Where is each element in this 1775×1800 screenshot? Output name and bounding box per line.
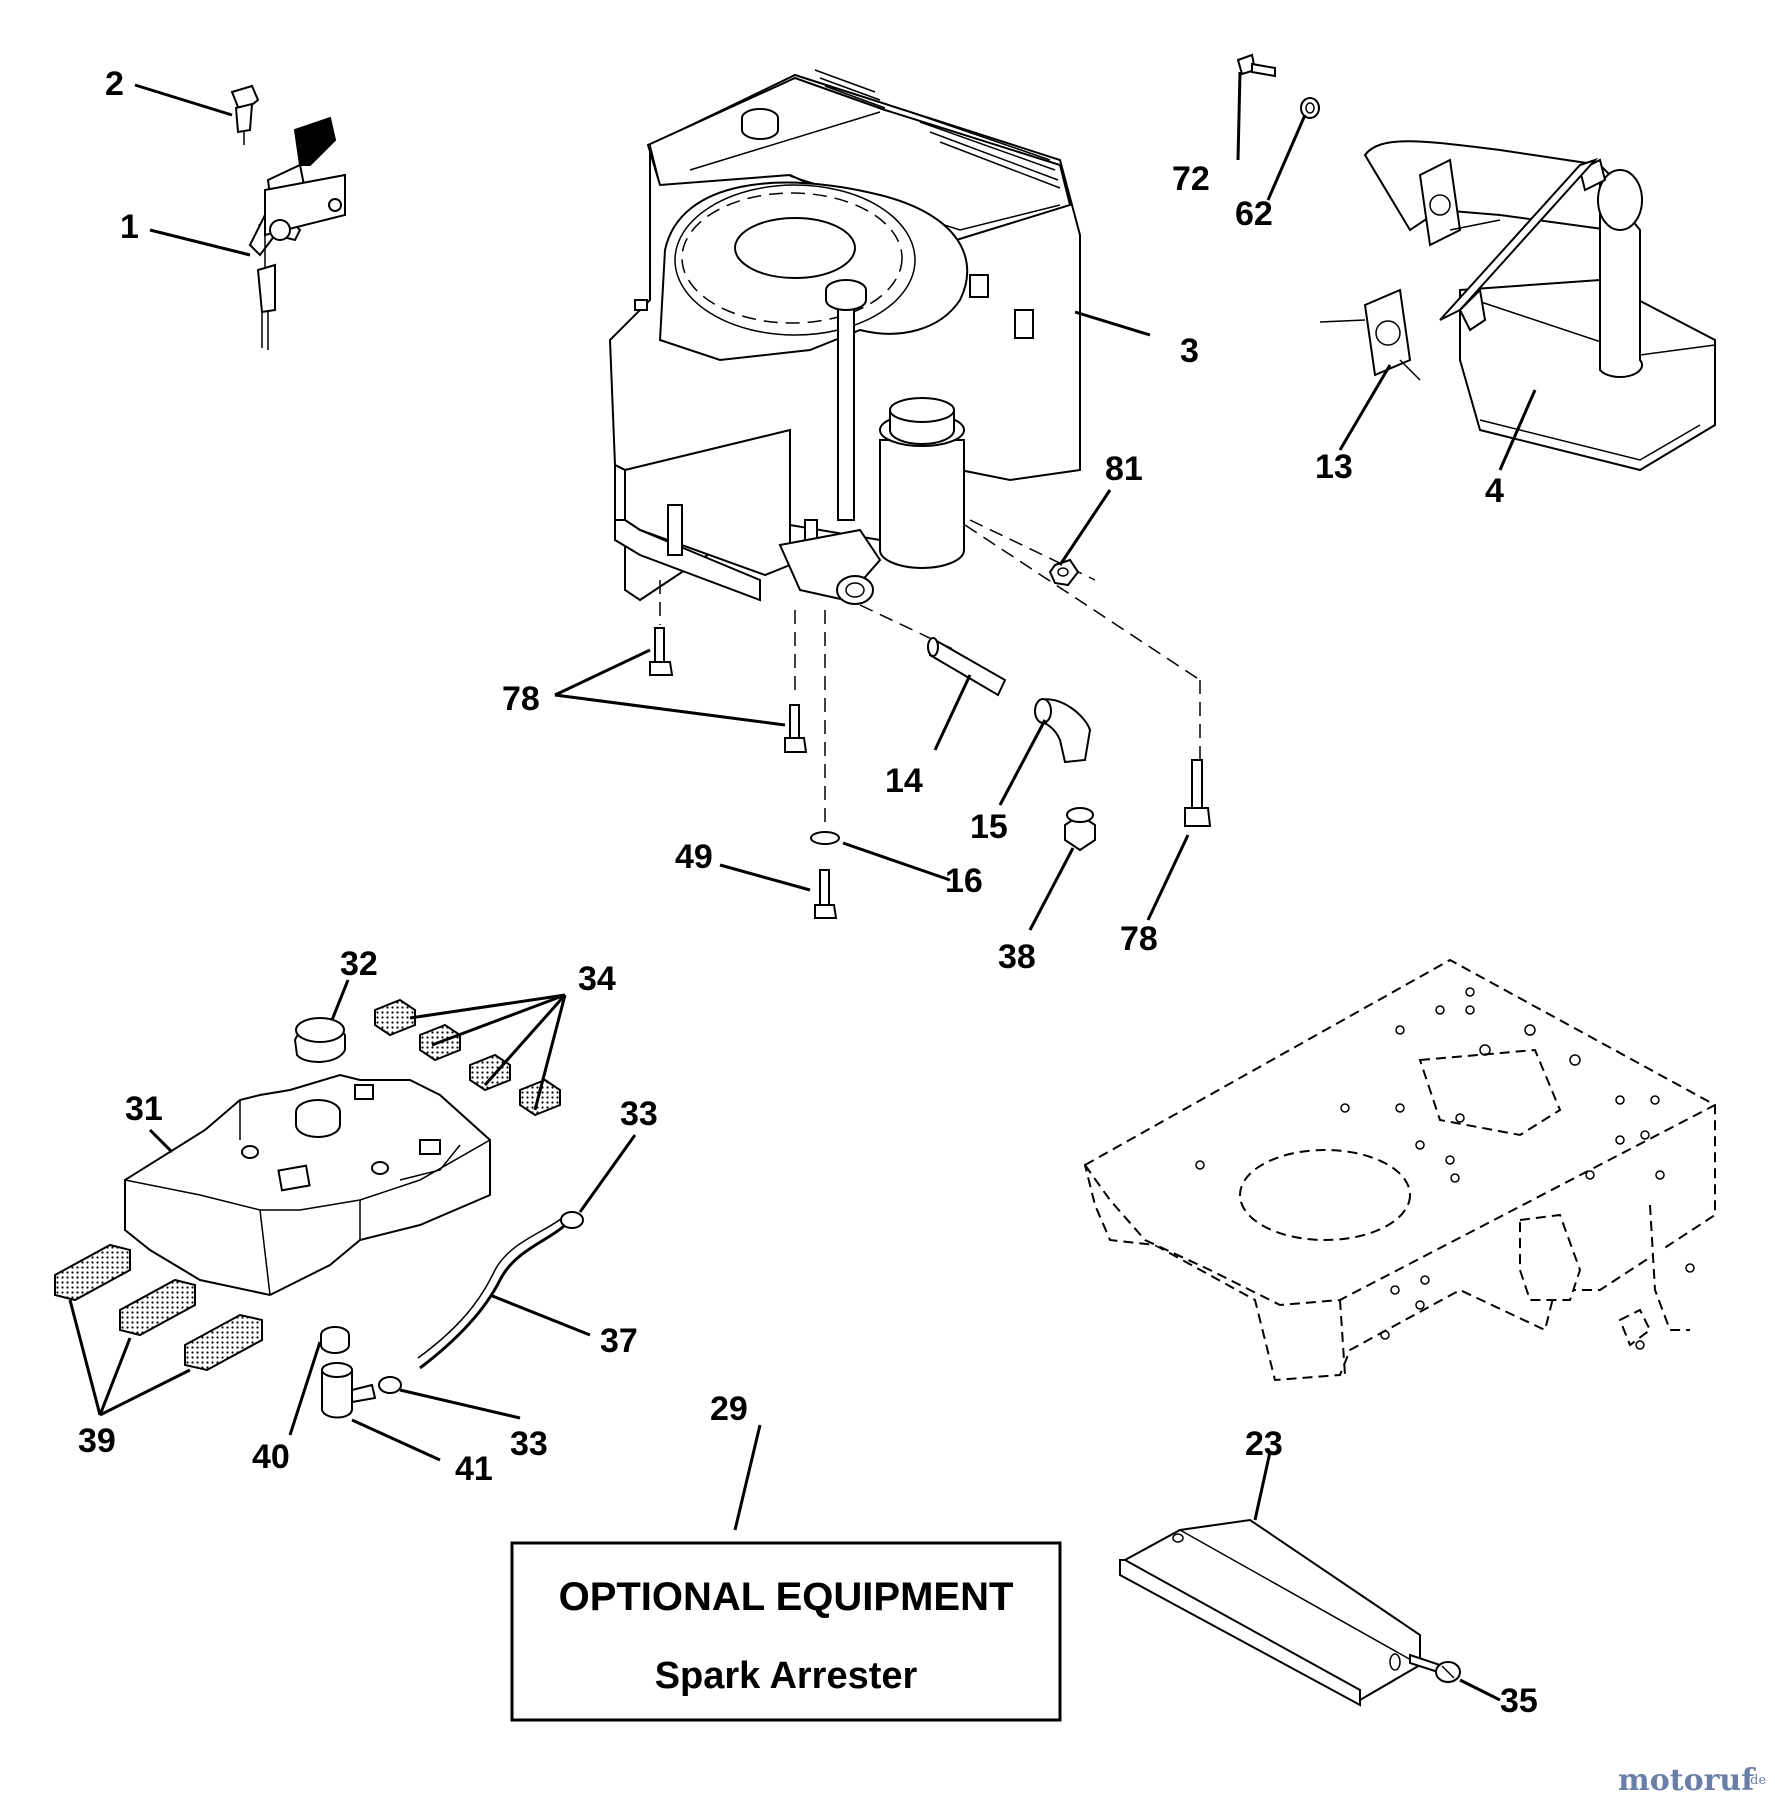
label-part-33-upper: 33: [620, 1095, 658, 1133]
engine-hardware: [649, 519, 1212, 919]
label-part-16: 16: [945, 862, 983, 900]
spark-arrester-assembly: [1119, 1518, 1461, 1707]
label-part-34: 34: [578, 960, 616, 998]
label-part-14: 14: [885, 762, 923, 800]
label-part-37: 37: [600, 1322, 638, 1360]
label-part-35: 35: [1500, 1682, 1538, 1720]
watermark-suffix: .de: [1746, 1773, 1766, 1788]
svg-text:.de: .de: [1746, 1773, 1766, 1788]
spark-arrester-label: Spark Arrester: [655, 1655, 918, 1697]
label-part-39: 39: [78, 1422, 116, 1460]
optional-equipment-title: OPTIONAL EQUIPMENT: [559, 1575, 1014, 1619]
label-part-81: 81: [1105, 450, 1143, 488]
label-part-78-left: 78: [502, 680, 540, 718]
optional-equipment-box: OPTIONAL EQUIPMENT Spark Arrester: [510, 1541, 1062, 1722]
bolt-72: [1236, 53, 1276, 78]
muffler-assembly: [1319, 140, 1716, 472]
label-part-29: 29: [710, 1390, 748, 1428]
label-part-72: 72: [1172, 160, 1210, 198]
label-part-23: 23: [1245, 1425, 1283, 1463]
label-part-1: 1: [120, 208, 139, 246]
throttle-control-assembly: [230, 84, 346, 350]
label-part-78-right: 78: [1120, 920, 1158, 958]
label-part-13: 13: [1315, 448, 1353, 486]
label-part-38: 38: [998, 938, 1036, 976]
watermark-logo: motoruf .de: [1618, 1763, 1766, 1798]
svg-text:motoruf: motoruf: [1618, 1763, 1756, 1798]
leader-lines: [68, 71, 1537, 1702]
part-number-labels: 2 1 3 72 62 13 4 81 78 14 15 49 16 38 78…: [78, 65, 1538, 1720]
engine: [608, 69, 1081, 605]
label-part-40: 40: [252, 1438, 290, 1476]
label-part-49: 49: [675, 838, 713, 876]
watermark-main: motoruf: [1618, 1763, 1756, 1798]
label-part-33-lower: 33: [510, 1425, 548, 1463]
frame-reference: [1083, 958, 1716, 1382]
label-part-3: 3: [1180, 332, 1199, 370]
label-part-32: 32: [340, 945, 378, 983]
fuel-tank-assembly: [54, 998, 584, 1419]
label-part-4: 4: [1485, 472, 1504, 510]
label-part-31: 31: [125, 1090, 163, 1128]
label-part-41: 41: [455, 1450, 493, 1488]
label-part-62: 62: [1235, 195, 1273, 233]
label-part-2: 2: [105, 65, 124, 103]
label-part-15: 15: [970, 808, 1008, 846]
washer-62: [1300, 97, 1320, 119]
